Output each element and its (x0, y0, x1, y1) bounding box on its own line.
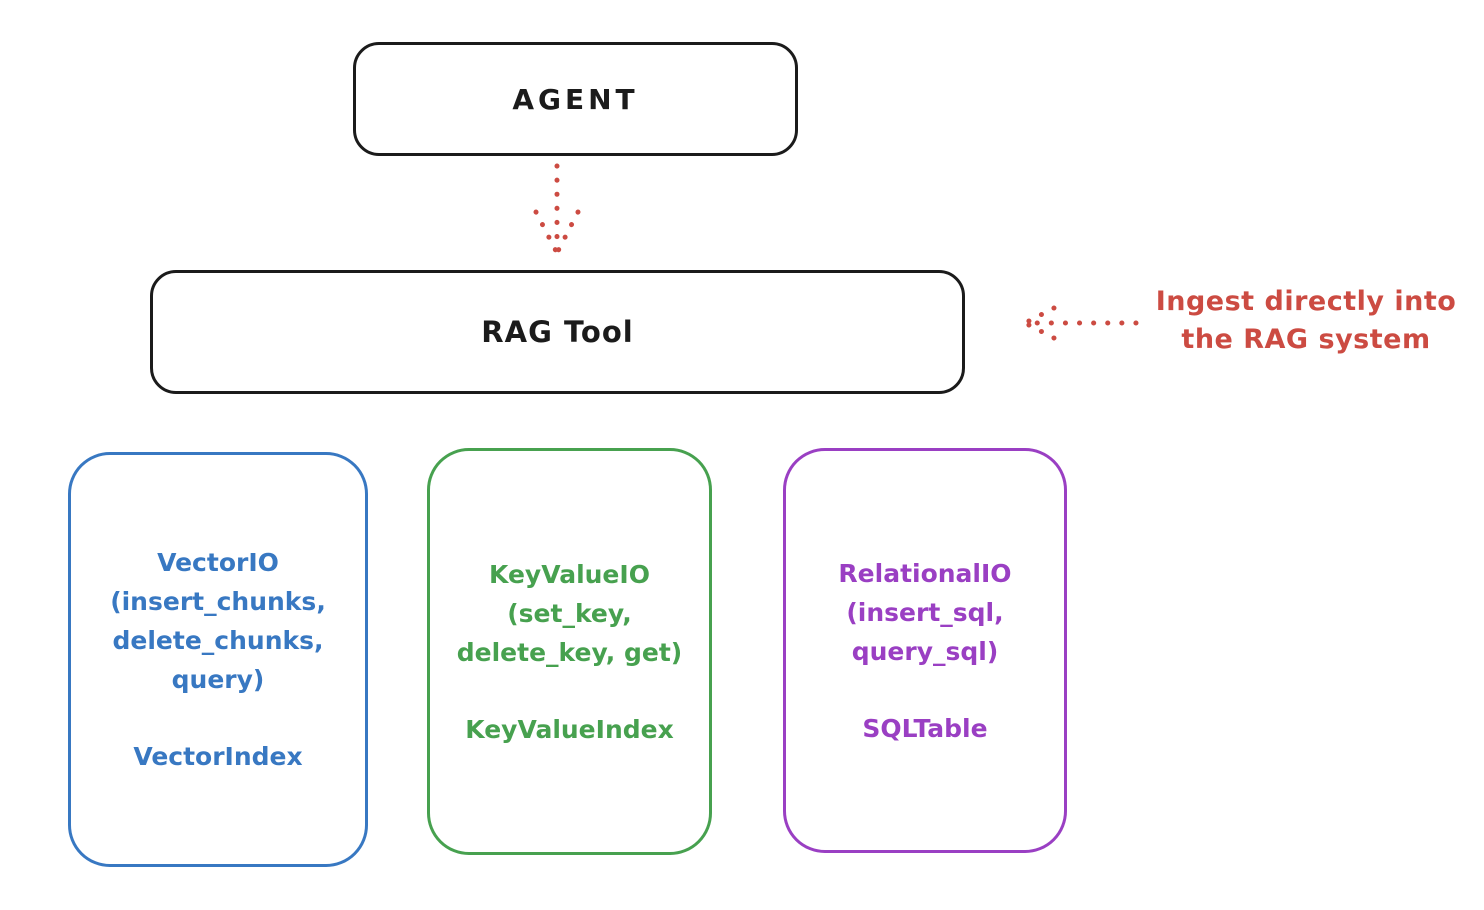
agent-node: AGENT (353, 42, 798, 156)
vector-index-label: VectorIndex (133, 742, 303, 771)
relational-io-node: RelationalIO (insert_sql, query_sql) SQL… (783, 448, 1067, 853)
ingest-annotation: Ingest directly into the RAG system (1140, 283, 1472, 359)
keyvalue-io-node: KeyValueIO (set_key, delete_key, get) Ke… (427, 448, 712, 855)
keyvalue-io-line: KeyValueIO (489, 559, 650, 589)
keyvalue-io-line: (set_key, (507, 598, 632, 628)
relational-io-line: query_sql) (851, 636, 999, 666)
rag-tool-node: RAG Tool (150, 270, 965, 394)
sql-table-label: SQLTable (862, 713, 988, 743)
keyvalue-io-line: delete_key, get) (456, 637, 683, 667)
vector-io-line: delete_chunks, (112, 626, 324, 655)
vector-io-block: VectorIO (insert_chunks, delete_chunks, … (110, 543, 326, 699)
dotted-arrow-left-icon (1024, 305, 1139, 341)
ingest-annotation-line2: the RAG system (1181, 324, 1431, 355)
dotted-arrow-down-icon (533, 163, 581, 254)
relational-io-line: (insert_sql, (846, 597, 1004, 627)
agent-label: AGENT (512, 82, 639, 116)
vector-io-node: VectorIO (insert_chunks, delete_chunks, … (68, 452, 368, 867)
relational-io-block: RelationalIO (insert_sql, query_sql) (838, 554, 1011, 671)
vector-io-line: (insert_chunks, (110, 587, 326, 616)
keyvalue-io-block: KeyValueIO (set_key, delete_key, get) (457, 555, 682, 672)
relational-io-line: RelationalIO (838, 558, 1012, 588)
ingest-annotation-line1: Ingest directly into (1155, 286, 1457, 317)
keyvalue-index-label: KeyValueIndex (465, 714, 674, 744)
rag-tool-label: RAG Tool (481, 315, 634, 349)
vector-io-line: query) (171, 665, 265, 694)
vector-io-line: VectorIO (157, 548, 279, 577)
